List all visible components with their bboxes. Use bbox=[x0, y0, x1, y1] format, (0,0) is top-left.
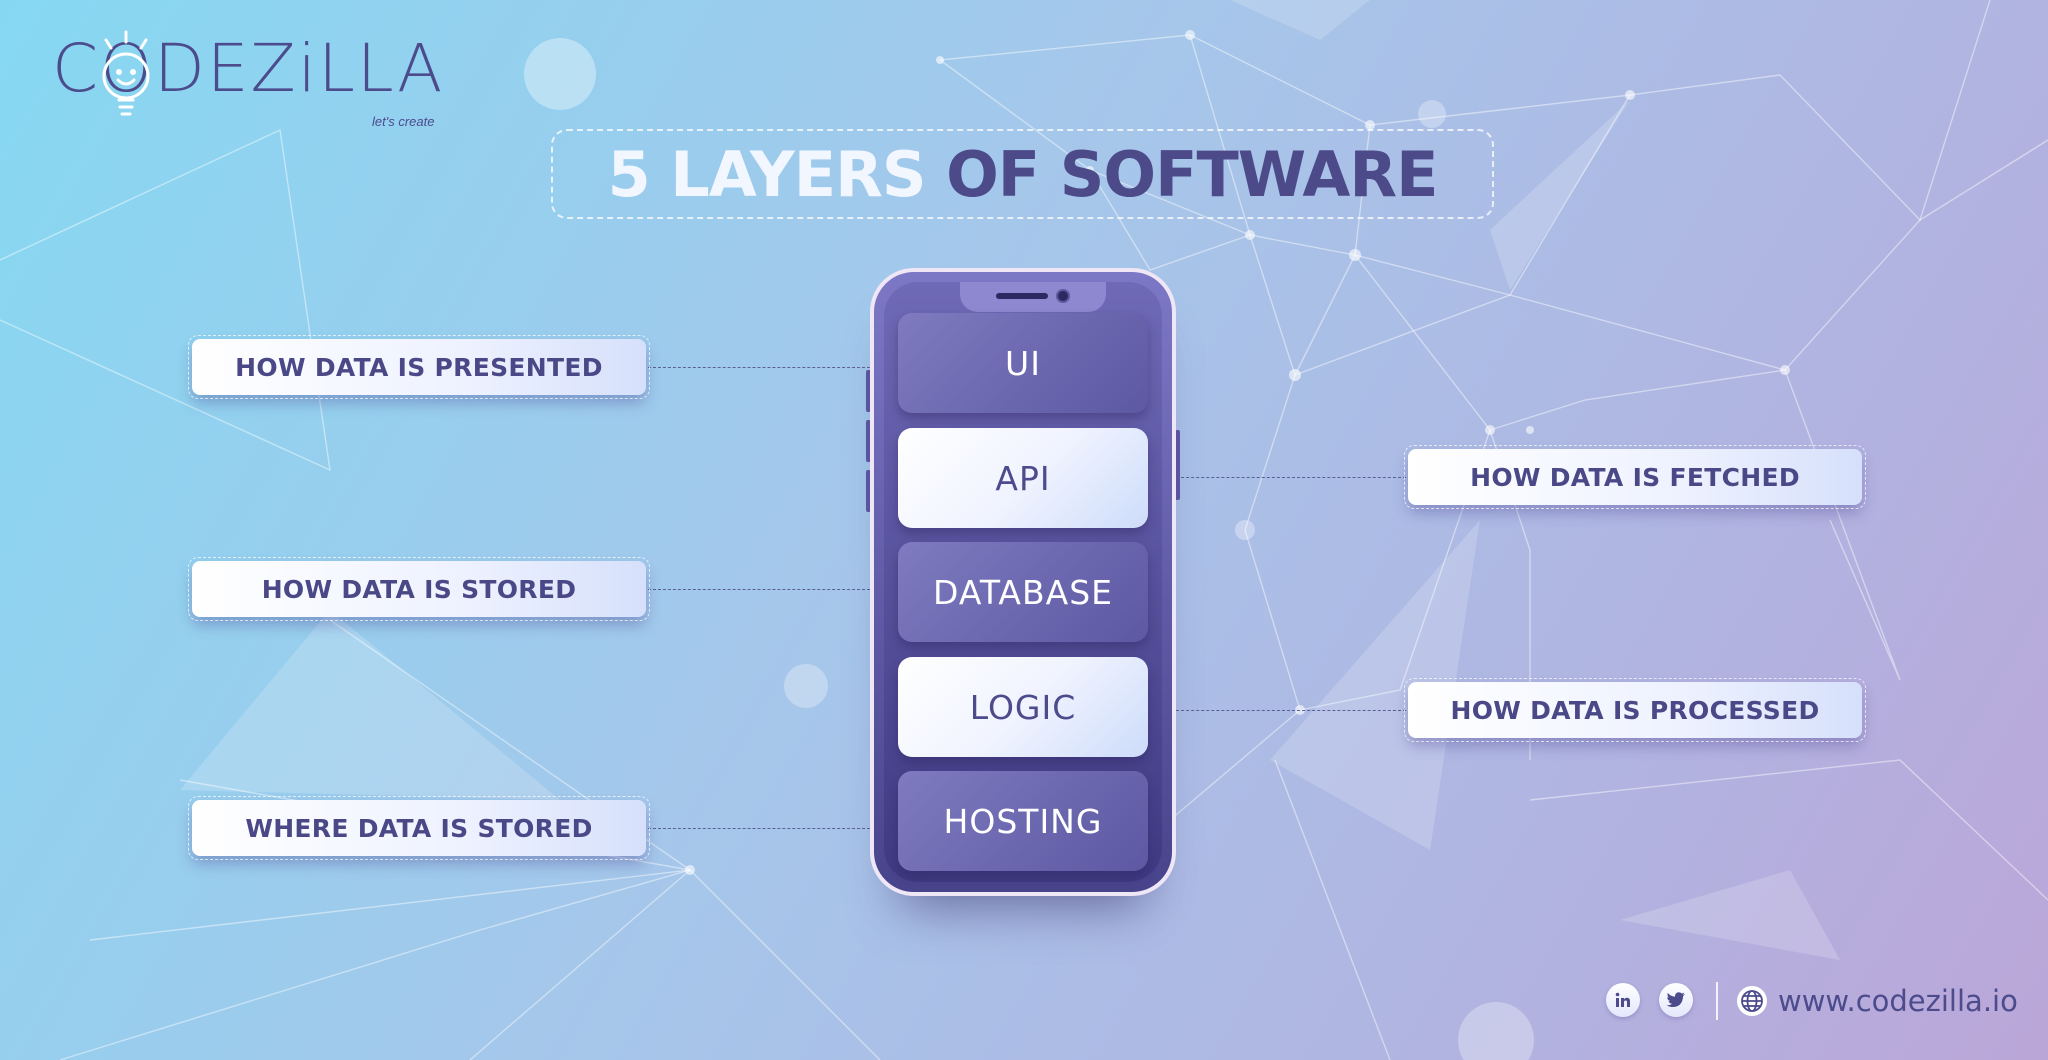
speaker-icon bbox=[996, 293, 1048, 299]
brand-logo: CODEZiLLA bbox=[52, 36, 444, 102]
label-fetched: HOW DATA IS FETCHED bbox=[1404, 445, 1866, 509]
layer-api: API bbox=[898, 428, 1148, 528]
connector-line-logic bbox=[1176, 710, 1406, 711]
footer-divider bbox=[1716, 982, 1718, 1020]
twitter-icon bbox=[1666, 992, 1685, 1007]
twitter-button[interactable] bbox=[1659, 983, 1693, 1017]
connector-line-database bbox=[648, 589, 870, 590]
connector-line-ui bbox=[648, 367, 870, 368]
linkedin-icon bbox=[1615, 992, 1630, 1007]
label-stored: HOW DATA IS STORED bbox=[188, 557, 650, 621]
layer-ui: UI bbox=[898, 313, 1148, 413]
globe-icon bbox=[1737, 986, 1767, 1016]
label-processed: HOW DATA IS PROCESSED bbox=[1404, 678, 1866, 742]
label-where-stored: WHERE DATA IS STORED bbox=[188, 796, 650, 860]
phone-side-button bbox=[866, 370, 871, 412]
title-frame: 5 LAYERS OF SOFTWARE bbox=[551, 129, 1494, 219]
camera-icon bbox=[1056, 289, 1070, 303]
linkedin-button[interactable] bbox=[1606, 983, 1640, 1017]
phone-notch bbox=[960, 282, 1106, 312]
page-title: 5 LAYERS OF SOFTWARE bbox=[607, 137, 1439, 211]
phone-side-button bbox=[866, 470, 871, 512]
lightbulb-icon bbox=[102, 30, 150, 116]
connector-line-api bbox=[1176, 477, 1406, 478]
connector-line-hosting bbox=[648, 828, 870, 829]
layer-database: DATABASE bbox=[898, 542, 1148, 642]
layer-logic: LOGIC bbox=[898, 657, 1148, 757]
layer-hosting: HOSTING bbox=[898, 771, 1148, 871]
website-link[interactable]: www.codezilla.io bbox=[1778, 984, 2018, 1018]
logo-tagline: let's create bbox=[372, 114, 435, 129]
title-rest: OF SOFTWARE bbox=[946, 137, 1438, 211]
phone-side-button bbox=[866, 420, 871, 462]
phone-power-button bbox=[1175, 430, 1180, 500]
logo-wordmark: CODEZiLLA bbox=[52, 30, 445, 107]
label-presented: HOW DATA IS PRESENTED bbox=[188, 335, 650, 399]
title-number: 5 LAYERS bbox=[607, 137, 927, 211]
